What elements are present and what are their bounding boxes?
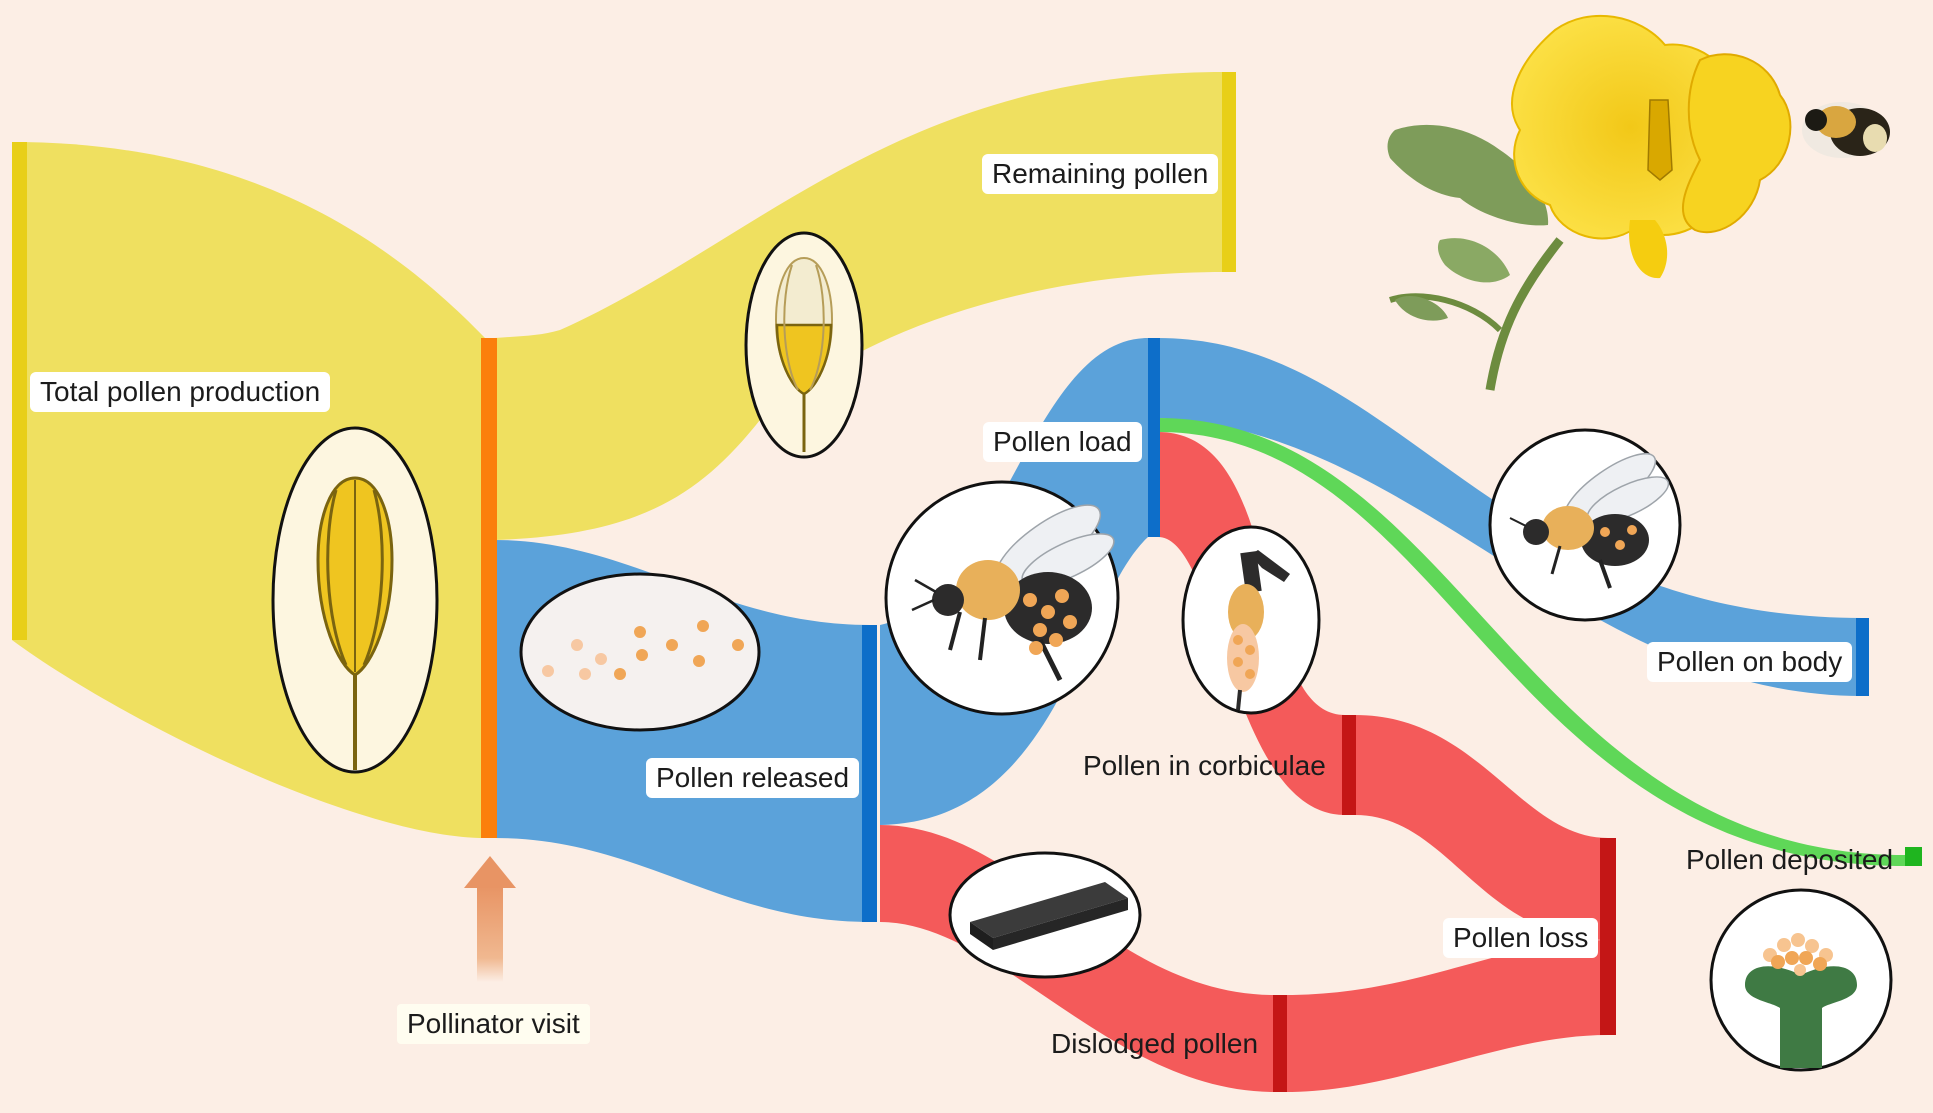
- bee-flying-icon: [1488, 428, 1682, 622]
- label-pollinator-visit: Pollinator visit: [397, 1004, 590, 1044]
- node-bar-total-production: [12, 142, 27, 640]
- dislodged-pollen-slab-icon: [948, 851, 1142, 979]
- node-bar-pollen-released: [862, 625, 877, 922]
- label-pollen-loss: Pollen loss: [1443, 918, 1599, 958]
- label-remaining-pollen: Remaining pollen: [982, 154, 1219, 194]
- anther-partly-emptied-icon: [744, 231, 864, 459]
- pollen-grains-icon: [519, 572, 761, 732]
- label-pollen-released: Pollen released: [646, 758, 860, 798]
- label-pollen-on-body: Pollen on body: [1647, 642, 1853, 682]
- flow-dislodged-to-loss: [1285, 940, 1608, 1092]
- node-bar-pollen-load: [1148, 338, 1160, 537]
- node-bar-dislodged: [1273, 995, 1287, 1092]
- label-pollen-load: Pollen load: [983, 422, 1142, 462]
- node-bar-pollen-deposited: [1905, 847, 1922, 866]
- label-pollen-deposited: Pollen deposited: [1686, 844, 1894, 875]
- label-dislodged-pollen: Dislodged pollen: [1051, 1028, 1259, 1059]
- stigma-with-pollen-icon: [1709, 888, 1893, 1072]
- flower-with-bumblebee-photo: [1387, 14, 1890, 391]
- label-total-pollen-production: Total pollen production: [30, 372, 331, 412]
- label-pollen-in-corbiculae: Pollen in corbiculae: [1083, 750, 1326, 781]
- anther-icon: [271, 426, 439, 774]
- bee-with-pollen-icon: [884, 480, 1120, 716]
- bee-hind-leg-corbicula-icon: [1181, 525, 1321, 715]
- flow-corbiculae-to-loss: [1355, 715, 1608, 940]
- node-bar-remaining-pollen: [1222, 72, 1236, 272]
- node-bar-pollen-on-body: [1856, 618, 1869, 696]
- node-bar-corbiculae: [1342, 715, 1356, 815]
- node-bar-pollinator-visit: [481, 338, 497, 838]
- node-bar-pollen-loss: [1600, 838, 1616, 1035]
- arrow-up-icon: [464, 856, 516, 982]
